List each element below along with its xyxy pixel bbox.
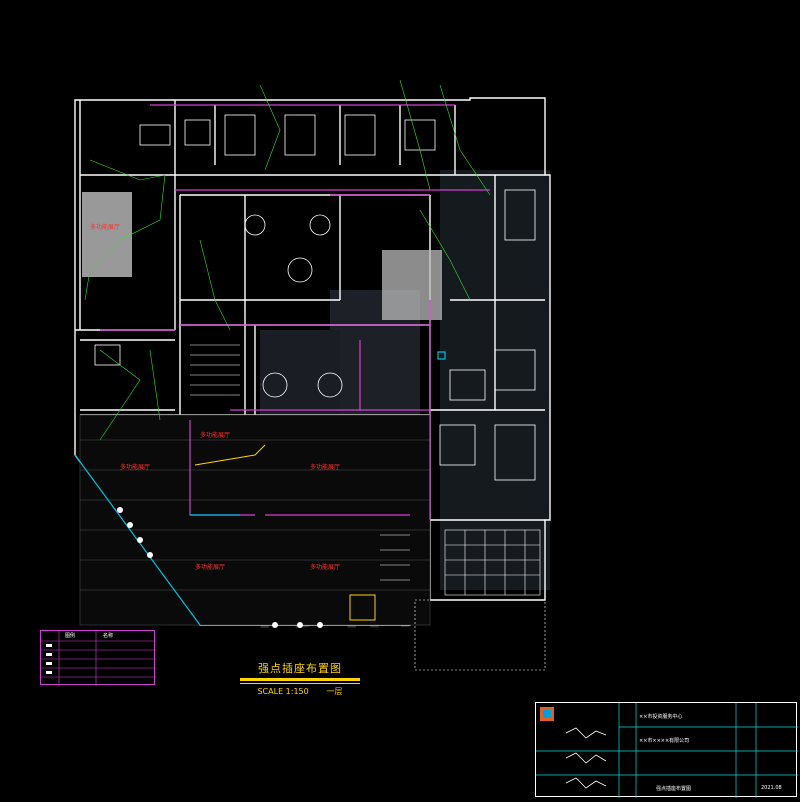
hatched-floor-area	[79, 414, 431, 626]
drawing-title: 强点插座布置图	[258, 662, 342, 675]
legend-grid	[41, 631, 156, 686]
title-block: ××市投资服务中心 ××市××××有限公司 强点插座布置图 2021.08	[535, 702, 798, 798]
drawing-scale-row: SCALE 1:150 一层	[240, 686, 360, 697]
drawing-floor: 一层	[326, 687, 343, 696]
legend-table: 图例 名称	[40, 630, 156, 686]
window-marks	[117, 507, 323, 628]
room-label: 多功能展厅	[195, 564, 226, 571]
circuit-lines	[84, 79, 491, 441]
room-label: 多功能展厅	[200, 432, 231, 439]
room-label: 多功能展厅	[310, 464, 341, 471]
company-logo	[540, 707, 554, 721]
project-name: ××市投资服务中心	[639, 714, 683, 720]
drawing-scale: SCALE 1:150	[257, 687, 309, 696]
furniture-tables	[94, 114, 536, 481]
title-underline	[240, 678, 360, 681]
signatures	[565, 727, 607, 789]
sheet-date: 2021.08	[761, 785, 782, 791]
sheet-name: 强点插座布置图	[656, 786, 692, 792]
room-label: 多功能展厅	[90, 224, 121, 231]
grey-room-fill-2	[382, 250, 442, 320]
stage-grid	[414, 529, 546, 671]
highlight-lines	[194, 444, 376, 621]
grey-room-fill	[82, 192, 132, 277]
room-label: 多功能展厅	[120, 464, 151, 471]
legend-header-name: 名称	[103, 633, 114, 639]
title-underline-thin	[240, 683, 360, 684]
staircase	[190, 344, 410, 581]
drawing-title-block: 强点插座布置图 SCALE 1:150 一层	[240, 660, 360, 697]
room-label: 多功能展厅	[310, 564, 341, 571]
title-block-grid	[536, 703, 798, 798]
client-name: ××市××××有限公司	[639, 738, 690, 744]
power-circuit-lines	[100, 104, 490, 520]
legend-header-symbol: 图例	[65, 633, 76, 639]
